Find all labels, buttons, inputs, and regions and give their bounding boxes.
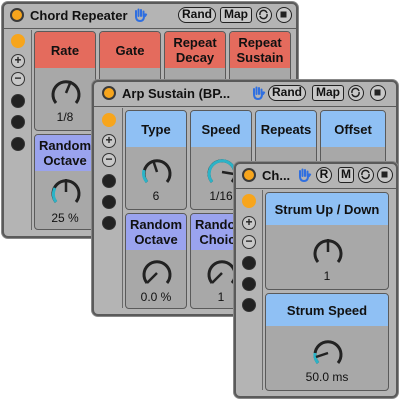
device-title: Ch...: [262, 168, 291, 183]
plus-icon[interactable]: +: [242, 216, 256, 230]
param-card-random-octave: Random Octave 0.0 %: [125, 213, 187, 309]
type-knob[interactable]: [140, 155, 174, 189]
param-label: Offset: [321, 111, 385, 147]
strum-up-down-knob[interactable]: [311, 235, 345, 269]
power-icon[interactable]: [10, 8, 24, 22]
device-title: Chord Repeater: [30, 8, 128, 23]
param-label: Gate: [100, 32, 160, 68]
hand-icon[interactable]: [250, 85, 266, 101]
map-button[interactable]: Map: [220, 7, 252, 23]
param-value: 1/16: [209, 189, 233, 203]
minus-icon[interactable]: −: [102, 153, 116, 167]
sync-icon[interactable]: [358, 167, 374, 183]
bar-icon[interactable]: [102, 195, 116, 209]
minus-icon[interactable]: −: [242, 235, 256, 249]
plus-icon[interactable]: +: [11, 54, 25, 68]
param-label: Strum Up / Down: [266, 193, 388, 225]
random-octave-knob[interactable]: [49, 175, 83, 209]
camera-icon[interactable]: [102, 174, 116, 188]
camera-icon[interactable]: [242, 256, 256, 270]
device-title: Arp Sustain (BP...: [122, 86, 231, 101]
param-value: 0.0 %: [140, 290, 172, 304]
rand-button[interactable]: Rand: [178, 7, 216, 23]
param-card-strum-up-down: Strum Up / Down 1: [265, 192, 389, 290]
param-value: 25 %: [51, 211, 79, 225]
camera-icon[interactable]: [11, 94, 25, 108]
param-value: 1: [323, 269, 331, 283]
chord-repeater-titlebar: Chord Repeater Rand Map: [4, 4, 296, 29]
param-label: Repeat Decay: [165, 32, 225, 68]
random-octave-knob[interactable]: [140, 256, 174, 290]
sidebar-power-toggle[interactable]: [102, 113, 116, 127]
param-label: Repeat Sustain: [230, 32, 290, 68]
power-icon[interactable]: [102, 86, 116, 100]
param-label: Random Octave: [126, 214, 186, 250]
hand-icon[interactable]: [296, 167, 312, 183]
map-button[interactable]: Map: [312, 85, 344, 101]
save-icon[interactable]: [276, 7, 292, 23]
rand-button[interactable]: R: [316, 167, 332, 183]
param-label: Strum Speed: [266, 294, 388, 326]
param-card-random-octave: Random Octave 25 %: [34, 134, 96, 230]
param-value: 6: [152, 189, 160, 203]
sidebar-divider: [122, 108, 123, 308]
minus-icon[interactable]: −: [11, 72, 25, 86]
param-card-strum-speed: Strum Speed 50.0 ms: [265, 293, 389, 391]
sync-icon[interactable]: [256, 7, 272, 23]
param-label: Random Octave: [35, 135, 95, 171]
map-button[interactable]: M: [338, 167, 354, 183]
plus-icon[interactable]: +: [102, 134, 116, 148]
param-value: 50.0 ms: [305, 370, 349, 384]
param-label: Speed: [191, 111, 251, 147]
list-icon[interactable]: [242, 298, 256, 312]
param-value: 1/8: [56, 110, 74, 124]
bar-icon[interactable]: [242, 277, 256, 291]
chord-strum-window: Ch... R M + − Strum Up / Down 1 Strum Sp…: [234, 162, 398, 398]
list-icon[interactable]: [11, 137, 25, 151]
list-icon[interactable]: [102, 216, 116, 230]
hand-icon[interactable]: [132, 7, 148, 23]
save-icon[interactable]: [370, 85, 386, 101]
rand-button[interactable]: Rand: [268, 85, 306, 101]
arp-sustain-titlebar: Arp Sustain (BP... Rand Map: [94, 82, 396, 107]
param-label: Repeats: [256, 111, 316, 147]
sidebar-divider: [31, 30, 32, 230]
param-label: Type: [126, 111, 186, 147]
save-icon[interactable]: [377, 167, 393, 183]
param-card-speed: Speed 1/16: [190, 110, 252, 210]
param-value: 1: [217, 290, 225, 304]
strum-speed-knob[interactable]: [311, 336, 345, 370]
sidebar-power-toggle[interactable]: [11, 34, 25, 48]
param-card-type: Type 6: [125, 110, 187, 210]
param-label: Rate: [35, 32, 95, 68]
sync-icon[interactable]: [348, 85, 364, 101]
chord-strum-titlebar: Ch... R M: [236, 164, 396, 189]
sidebar-power-toggle[interactable]: [242, 194, 256, 208]
bar-icon[interactable]: [11, 115, 25, 129]
param-card-rate: Rate 1/8: [34, 31, 96, 131]
rate-knob[interactable]: [49, 76, 83, 110]
power-icon[interactable]: [242, 168, 256, 182]
sidebar-divider: [262, 190, 263, 390]
